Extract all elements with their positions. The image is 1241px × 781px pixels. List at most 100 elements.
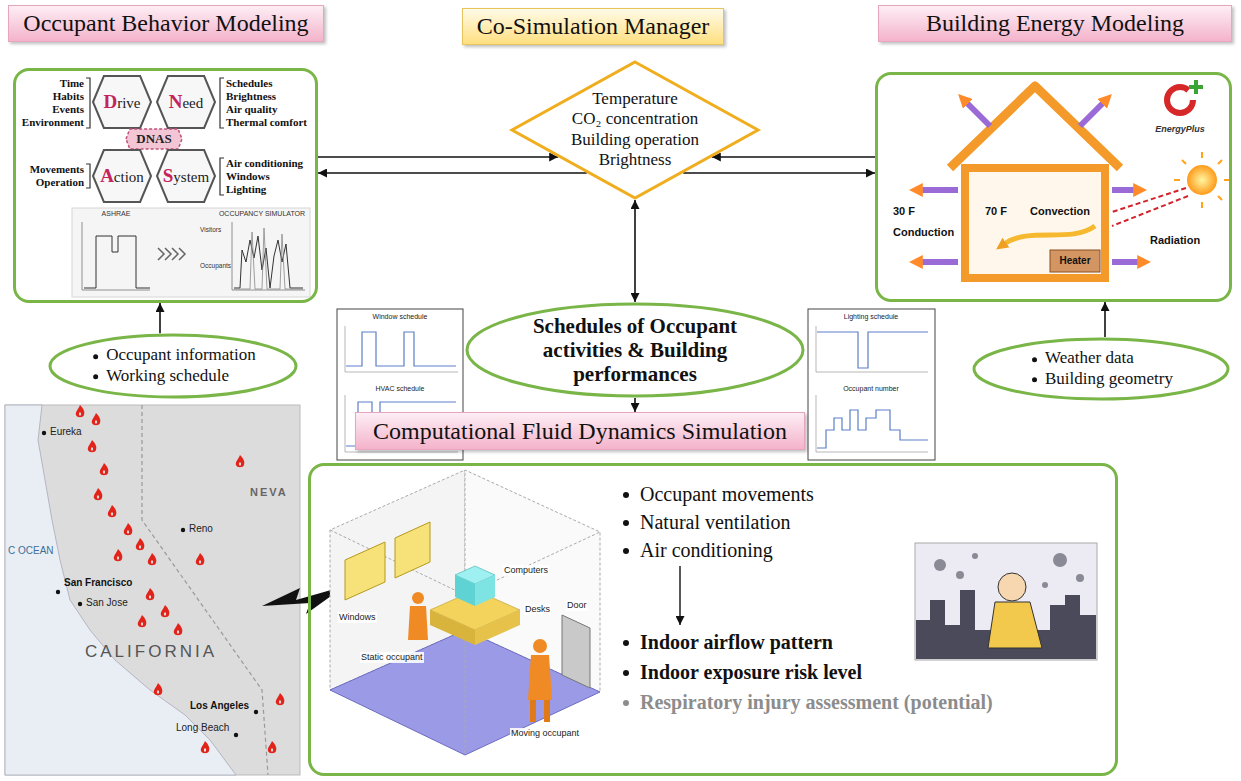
text-block: Schedules of Occupant activities & Build… (530, 314, 740, 386)
logo-label: EnergyPlus (1155, 124, 1205, 134)
schedule-title: Schedules of Occupant activities & Build… (530, 314, 740, 386)
attribute-label: Operation (36, 176, 84, 189)
energyplus-logo (1189, 80, 1203, 94)
heat-label: Radiation (1150, 234, 1200, 247)
exchange-variable: Temperature (592, 89, 678, 109)
banner-title: Co-Simulation Manager (477, 13, 710, 39)
california-map (5, 405, 345, 775)
heater (1050, 250, 1100, 272)
room-part-label: Desks (524, 604, 551, 615)
ellipse-outline (467, 304, 803, 396)
ellipse-outline (50, 335, 296, 397)
diamond-outline (512, 62, 758, 198)
chart-panel (72, 208, 310, 297)
cfd-output-item: Occupant movements (620, 482, 814, 506)
chart-line (234, 228, 303, 289)
city-label: Long Beach (176, 722, 229, 734)
hexagon-outline (157, 150, 215, 202)
chart-line (817, 410, 928, 448)
hexagon-label: System (163, 166, 209, 187)
hexagon-outline (157, 76, 215, 128)
energyplus-logo (1167, 87, 1193, 113)
section-heading: Computational Fluid Dynamics Simulation (355, 412, 805, 450)
chart-line (234, 236, 303, 288)
heat-label: Heater (1059, 255, 1090, 267)
connector-arrow (318, 172, 587, 174)
attribute-label: Lighting (226, 183, 266, 196)
city-dot (42, 431, 46, 435)
cartoon-frame (915, 543, 1097, 660)
state-label: NEVA (250, 486, 288, 499)
window (395, 522, 430, 578)
module-panel: Computational Fluid Dynamics SimulationO… (308, 412, 1118, 776)
connector-arrow (712, 156, 875, 158)
state-label: CALIFORNIA (85, 642, 217, 662)
input-item: Building geometry (1029, 369, 1173, 390)
chart-label: Visitors (200, 226, 221, 234)
city-label: Eureka (50, 426, 82, 438)
attribute-label: Movements (30, 163, 84, 176)
hexagon-label: Action (100, 166, 144, 187)
dnas-core-hexagon: DNAS (125, 128, 183, 150)
chart-line (817, 332, 928, 368)
chart-axis (816, 395, 928, 452)
exchange-variable: Building operation (571, 130, 699, 150)
ocean-label: C OCEAN (8, 545, 54, 557)
chart-label: Occupants (200, 262, 231, 270)
smog-cartoon (915, 543, 1097, 660)
desk (475, 610, 520, 645)
cfd-output-item: Indoor airflow pattern (620, 630, 833, 654)
city-dot (56, 590, 60, 594)
hexagon-label: Drive (103, 92, 140, 113)
thumbnail-title: Occupant number (843, 385, 899, 393)
connector-arrow (683, 172, 875, 174)
attribute-label: Thermal comfort (226, 116, 307, 129)
radiation-ray (1112, 188, 1186, 212)
attribute-label: Brightness (226, 90, 276, 103)
schedule-ellipse: Schedules of Occupant activities & Build… (465, 302, 805, 398)
cartoon-person (998, 573, 1026, 601)
panel-frame (875, 72, 1232, 302)
state-border (142, 405, 268, 775)
room-part-label: Static occupant (360, 652, 424, 663)
hexagon-outline (93, 76, 151, 128)
heat-label: 70 F (985, 205, 1007, 218)
desk (430, 610, 475, 645)
text-block: Weather dataBuilding geometry (1029, 348, 1173, 389)
connector-arrow (1104, 302, 1106, 337)
door (562, 615, 590, 688)
house-wall (965, 168, 1105, 278)
attribute-label: Habits (53, 90, 84, 103)
heat-label: Convection (1030, 205, 1090, 218)
computer (475, 575, 495, 606)
thumbnail-title: Lighting schedule (844, 313, 899, 321)
thumbnail-title: Window schedule (373, 313, 428, 321)
connector-arrow (318, 156, 558, 158)
input-item: Working schedule (90, 366, 229, 387)
sun (1187, 165, 1217, 195)
heat-label: Conduction (893, 226, 954, 239)
heat-arrow (920, 187, 958, 193)
house-illustration (920, 80, 1230, 278)
chart-label: ASHRAE (102, 210, 131, 218)
map-land (5, 405, 300, 775)
flow-arrow (679, 566, 681, 625)
cartoon-person (988, 602, 1042, 648)
input-item: Occupant information (90, 345, 256, 366)
room-illustration (330, 470, 600, 755)
chart-line (346, 332, 456, 366)
thumbnail-frame (808, 309, 935, 460)
input-ellipse: Occupant informationWorking schedule (48, 333, 298, 399)
moving-occupant (530, 700, 550, 722)
moving-occupant (528, 655, 552, 700)
occupancy-chart (72, 208, 310, 297)
module-panel: Occupant Behavior ModelingDriveNeedDNASA… (8, 5, 318, 303)
dnas-hexagon: Drive (92, 75, 152, 129)
exchange-variable: CO₂ concentration (572, 110, 698, 130)
exchange-variable: Brightness (599, 150, 672, 170)
chart-label: OCCUPANCY SIMULATOR (219, 210, 305, 218)
hexagon-outline (126, 129, 182, 149)
room-part-label: Computers (503, 565, 549, 576)
room-part-label: Windows (338, 612, 377, 623)
